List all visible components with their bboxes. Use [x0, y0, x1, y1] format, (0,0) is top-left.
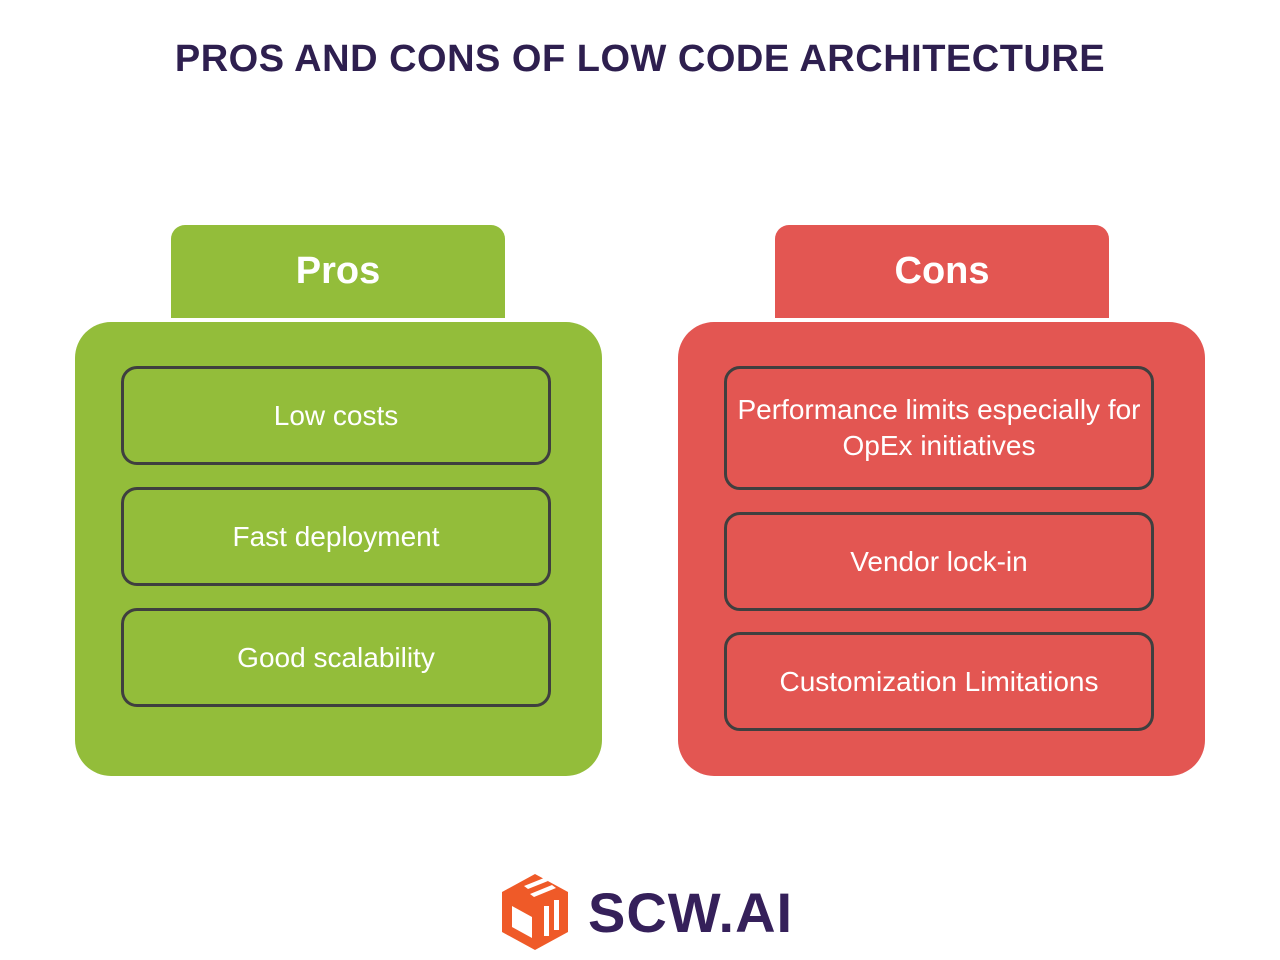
logo: SCW.AI — [500, 872, 793, 952]
cons-item: Vendor lock-in — [724, 512, 1154, 611]
cons-panel: Performance limits especially for OpEx i… — [678, 322, 1205, 776]
pros-item: Low costs — [121, 366, 551, 465]
box-icon — [502, 874, 568, 950]
pros-item: Good scalability — [121, 608, 551, 707]
pros-header: Pros — [171, 225, 505, 318]
cons-item: Performance limits especially for OpEx i… — [724, 366, 1154, 490]
pros-item: Fast deployment — [121, 487, 551, 586]
cons-item: Customization Limitations — [724, 632, 1154, 731]
pros-panel: Low costs Fast deployment Good scalabili… — [75, 322, 602, 776]
page-title: PROS AND CONS OF LOW CODE ARCHITECTURE — [174, 38, 1106, 80]
cons-header: Cons — [775, 225, 1109, 318]
logo-text: SCW.AI — [588, 880, 794, 944]
